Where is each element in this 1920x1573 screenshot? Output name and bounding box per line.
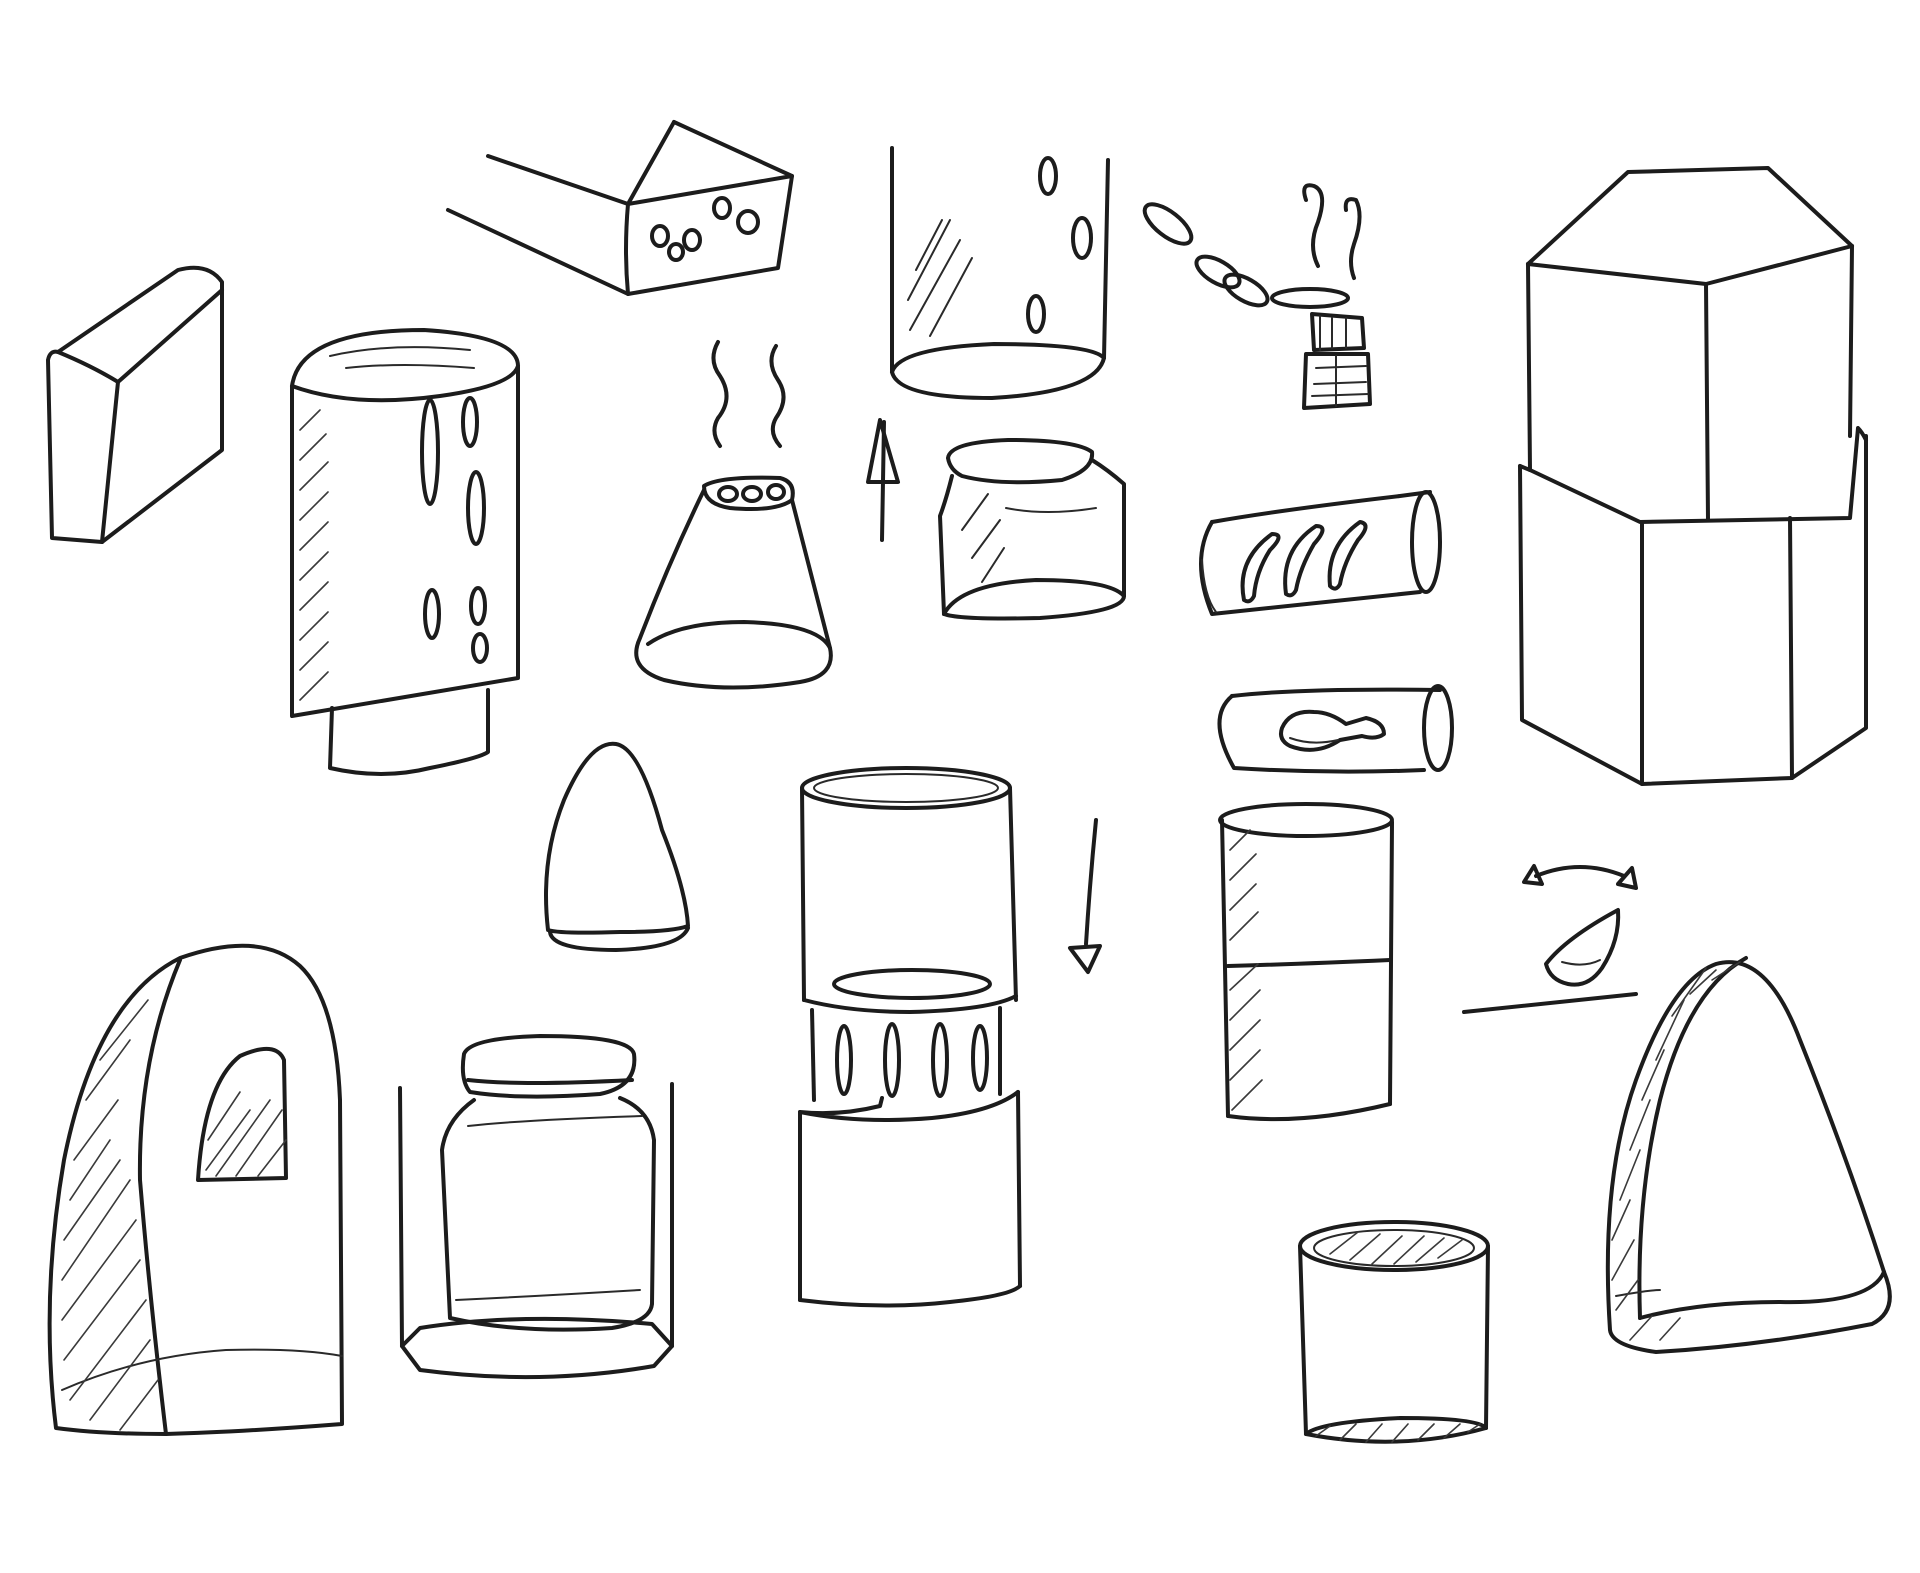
pills-and-steaming-cup xyxy=(1142,183,1372,410)
small-bullet-dome xyxy=(544,741,690,952)
tall-glass-with-bubbles xyxy=(890,146,1110,400)
horizontal-tube-with-spoon xyxy=(1217,684,1454,774)
slotted-oval-canister xyxy=(290,328,520,776)
horizontal-slotted-tube xyxy=(1199,490,1442,616)
hexagonal-tower xyxy=(1518,166,1868,786)
steaming-cone-diffuser xyxy=(634,340,833,690)
small-rounded-block xyxy=(46,265,224,544)
up-arrow xyxy=(866,418,900,542)
clear-jar-cup xyxy=(938,438,1126,621)
rotate-arrow-with-tilted-cone xyxy=(1462,864,1638,1014)
stacked-cylinder-device xyxy=(798,766,1022,1308)
arch-shell-stand xyxy=(47,943,344,1436)
down-arrow xyxy=(1068,818,1102,974)
large-dome xyxy=(1605,956,1892,1354)
jar-in-holder xyxy=(398,1034,674,1380)
short-cylinder-cup xyxy=(1298,1220,1490,1444)
long-bar-with-holes xyxy=(446,120,794,296)
two-tone-cylinder xyxy=(1218,802,1394,1122)
